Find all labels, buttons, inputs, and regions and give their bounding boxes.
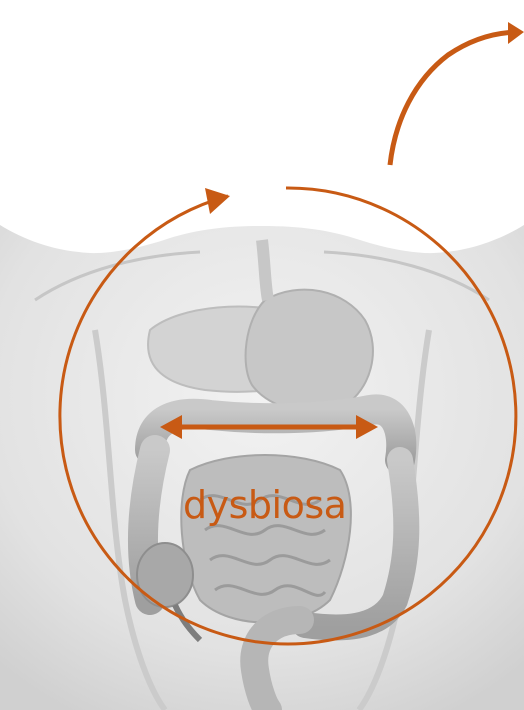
dysbiosis-label: dysbiosa	[183, 486, 353, 524]
small-intestine	[181, 455, 351, 623]
stomach	[246, 290, 373, 412]
